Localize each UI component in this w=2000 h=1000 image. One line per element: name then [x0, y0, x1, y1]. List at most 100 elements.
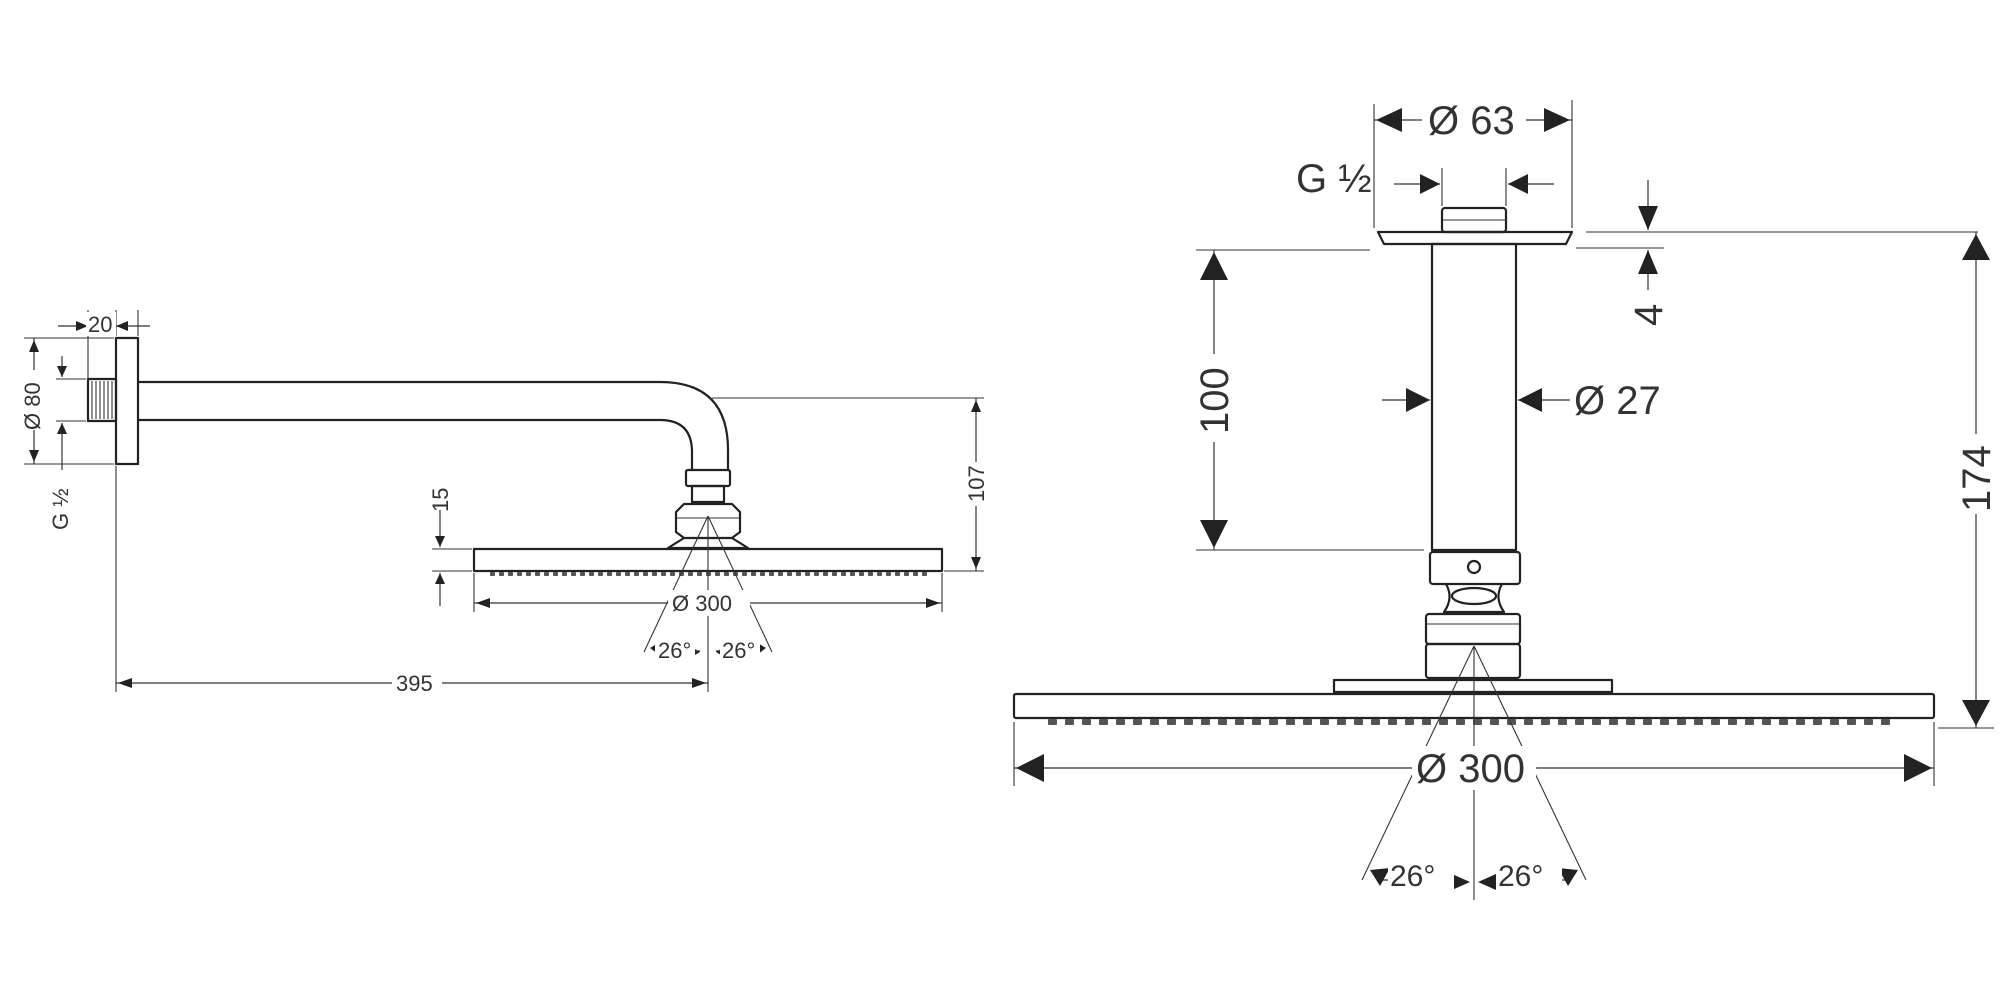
nozzle	[724, 572, 729, 576]
wall-dim-flange-label: Ø 80	[20, 382, 45, 430]
nozzle	[796, 572, 801, 576]
ceiling-dim-canopy: Ø 63	[1373, 98, 1573, 228]
wall-dim-depth-label: 20	[88, 312, 112, 337]
nozzle	[1490, 719, 1499, 725]
nozzle	[562, 572, 567, 576]
nozzle	[589, 572, 594, 576]
wall-mounted-view: 26° 26° 20 Ø 80	[20, 310, 989, 696]
ceiling-dim-total-height: 174	[1938, 232, 2000, 729]
ceiling-spray-angle-left: 26°	[1390, 860, 1435, 893]
nozzle	[841, 572, 846, 576]
ceiling-spray-angle-arrows	[1370, 868, 1578, 890]
nozzle	[1524, 719, 1533, 725]
dim-depth: 20	[58, 310, 150, 378]
ceiling-dim-head-diameter: Ø 300	[1013, 722, 1935, 791]
ceiling-head-plate	[1332, 678, 1614, 694]
nozzle	[553, 572, 558, 576]
thread-stub	[86, 377, 118, 423]
ceiling-connector	[1428, 550, 1522, 586]
nozzle	[688, 572, 693, 576]
nozzle	[571, 572, 576, 576]
nozzle	[1796, 719, 1805, 725]
nozzle	[517, 572, 522, 576]
nozzle	[850, 572, 855, 576]
nozzle	[1150, 719, 1159, 725]
ceiling-mounted-view: 26° 26° Ø 63 G ½	[1012, 98, 2000, 900]
dim-head-diameter: Ø 300	[473, 573, 943, 616]
nozzle	[1558, 719, 1567, 725]
wall-dim-head-diameter-label: Ø 300	[672, 591, 732, 616]
nozzle	[508, 572, 513, 576]
wall-dim-projection-label: 395	[396, 671, 433, 696]
ceiling-dim-total-height-label: 174	[1955, 445, 1999, 512]
nozzle	[661, 572, 666, 576]
nozzle	[904, 572, 909, 576]
nozzle	[1099, 719, 1108, 725]
nozzle	[526, 572, 531, 576]
nozzle	[769, 572, 774, 576]
nozzle	[544, 572, 549, 576]
nozzle	[895, 572, 900, 576]
ceiling-dim-pipe-diameter: Ø 27	[1382, 379, 1661, 423]
nozzle	[1711, 719, 1720, 725]
nozzle	[805, 572, 810, 576]
nozzle	[742, 572, 747, 576]
nozzle	[832, 572, 837, 576]
dim-head-height: 15	[428, 488, 472, 606]
nozzle	[1116, 719, 1125, 725]
nozzle	[1592, 719, 1601, 725]
nozzle	[1779, 719, 1788, 725]
dim-thread: G ½	[48, 356, 86, 530]
nozzle	[652, 572, 657, 576]
ceiling-nozzle-row	[1048, 719, 1890, 725]
nozzle	[670, 572, 675, 576]
nozzle	[1201, 719, 1210, 725]
wall-spray-angle-right: 26°	[722, 638, 755, 663]
nozzle	[1609, 719, 1618, 725]
nozzle	[1371, 719, 1380, 725]
nozzle	[1286, 719, 1295, 725]
dim-drop: 107	[712, 397, 989, 572]
nozzle	[760, 572, 765, 576]
nozzle	[1456, 719, 1465, 725]
nozzle	[1830, 719, 1839, 725]
ceiling-dim-pipe-length-label: 100	[1193, 367, 1237, 434]
nozzle-row	[490, 572, 927, 576]
nozzle	[1048, 719, 1057, 725]
dim-projection: 395	[115, 466, 709, 696]
spray-cone	[643, 515, 773, 662]
ceiling-spray-angle-right: 26°	[1498, 860, 1543, 893]
nozzle	[1337, 719, 1346, 725]
nozzle	[868, 572, 873, 576]
ceiling-dim-canopy-height: 4	[1576, 180, 1978, 326]
nozzle	[1388, 719, 1397, 725]
arm-joint	[684, 468, 732, 488]
wall-spray-angle-left: 26°	[658, 638, 691, 663]
ceiling-dim-canopy-height-label: 4	[1627, 304, 1671, 326]
shower-arm	[136, 380, 730, 472]
nozzle	[616, 572, 621, 576]
nozzle	[1694, 719, 1703, 725]
nozzle	[823, 572, 828, 576]
nozzle	[778, 572, 783, 576]
nozzle	[715, 572, 720, 576]
nozzle	[499, 572, 504, 576]
ceiling-dim-head-diameter-label: Ø 300	[1416, 747, 1525, 791]
nozzle	[634, 572, 639, 576]
nozzle	[751, 572, 756, 576]
ceiling-dim-thread: G ½	[1296, 157, 1554, 206]
nozzle	[1269, 719, 1278, 725]
nozzle	[1881, 719, 1890, 725]
nozzle	[913, 572, 918, 576]
wall-flange	[114, 336, 140, 466]
nozzle	[859, 572, 864, 576]
nozzle	[814, 572, 819, 576]
nozzle	[1303, 719, 1312, 725]
ceiling-pipe	[1430, 242, 1518, 552]
wall-dim-drop-label: 107	[964, 465, 989, 502]
ceiling-dim-pipe-length: 100	[1190, 249, 1424, 551]
nozzle	[1439, 719, 1448, 725]
nozzle	[643, 572, 648, 576]
nozzle	[1677, 719, 1686, 725]
